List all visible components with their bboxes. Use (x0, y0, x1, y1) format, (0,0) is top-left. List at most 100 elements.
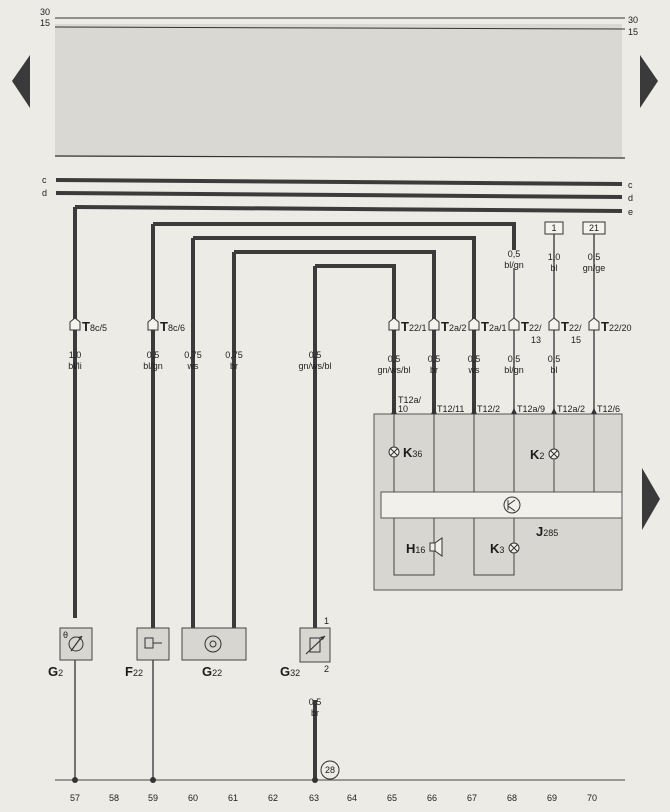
next-page-arrow-icon[interactable] (640, 55, 658, 108)
coord-61: 61 (228, 793, 238, 803)
reference-box-21-label: 21 (589, 223, 599, 233)
wire-60-color: ws (187, 361, 199, 371)
sensor-g32-pin2: 2 (324, 664, 329, 674)
coord-67: 67 (467, 793, 477, 803)
rail-d-label-right: d (628, 193, 633, 203)
coord-60: 60 (188, 793, 198, 803)
thick-wires (73, 207, 516, 780)
wire-59-size: 0,5 (147, 350, 160, 360)
wire-65-color: gn/ws/bl (377, 365, 410, 375)
connector-2213-label: T22/ (521, 319, 542, 334)
coord-62: 62 (268, 793, 278, 803)
wire-59-color: bl/gn (143, 361, 163, 371)
pin-10-sublabel: 10 (398, 404, 408, 414)
wire-68-top-size: 0,5 (508, 249, 521, 259)
connector-2215-label: T22/ (561, 319, 582, 334)
wire-59-top (153, 222, 516, 250)
component-k3-label: K3 (490, 541, 504, 556)
connector-221-label: T22/1 (401, 319, 426, 334)
coord-59: 59 (148, 793, 158, 803)
connector-8c5-icon (69, 317, 81, 331)
sensor-g32-pin1: 1 (324, 616, 329, 626)
transistor-icon (503, 496, 521, 514)
coolant-temp-sensor-g2: θ (59, 627, 93, 661)
connector-2a2-label: T2a/2 (441, 319, 466, 334)
wire-labels: 1,0 bl/li 0,5 bl/gn 0,75 ws 0,75 br 0,5 … (68, 350, 560, 718)
pin-9-label: T12a/9 (517, 404, 545, 414)
rail-c-label-right: c (628, 180, 633, 190)
connector-8c6-label: T8c/6 (160, 319, 185, 334)
oil-pressure-switch-f22 (136, 627, 170, 661)
ground-node-57 (72, 777, 78, 783)
ground-point-label: 28 (325, 765, 335, 775)
rail-e (74, 205, 623, 213)
coord-63: 63 (309, 793, 319, 803)
ground-node-63 (312, 777, 318, 783)
pin-6-label: T12/6 (597, 404, 620, 414)
connector-2a2-icon (428, 317, 440, 331)
coord-65: 65 (387, 793, 397, 803)
rail-c (55, 178, 623, 186)
wire-67-size: 0,5 (468, 354, 481, 364)
connector-221-icon (388, 317, 400, 331)
pin-2-label: T12/2 (477, 404, 500, 414)
warning-lamp-k36-icon (388, 446, 400, 458)
wire-61-color: br (230, 361, 238, 371)
temperature-symbol-icon: θ (63, 630, 68, 640)
wire-63-size: 0,5 (309, 350, 322, 360)
wire-70-top-color: gn/ge (583, 263, 606, 273)
coord-58: 58 (109, 793, 119, 803)
ground-node-59 (150, 777, 156, 783)
component-f22-label: F22 (125, 664, 143, 679)
component-g22-label: G22 (202, 664, 222, 679)
wire-66-color: br (430, 365, 438, 375)
wire-69-top-color: bl (550, 263, 557, 273)
connector-2220-label: T22/20 (601, 319, 631, 334)
fuel-gauge-sender-g32 (299, 627, 331, 663)
wire-63-color: gn/ws/bl (298, 361, 331, 371)
component-j285-label: J285 (536, 524, 558, 539)
reference-box-21 (582, 221, 606, 235)
next-page-arrow-icon-lower[interactable] (642, 468, 660, 530)
component-g2-label: G2 (48, 664, 63, 679)
coordinate-scale: 57 58 59 60 61 62 63 64 65 66 67 68 69 7… (70, 793, 597, 803)
wire-63-lower-color: br (311, 708, 319, 718)
rail-c-label-left: c (42, 175, 47, 185)
connector-2a1-icon (468, 317, 480, 331)
wire-57-color: bl/li (68, 361, 82, 371)
prev-page-arrow-icon[interactable] (12, 55, 30, 108)
wire-60-size: 0,75 (184, 350, 202, 360)
wire-69-size: 0,5 (548, 354, 561, 364)
coord-70: 70 (587, 793, 597, 803)
coord-64: 64 (347, 793, 357, 803)
connector-2215-sublabel: 15 (571, 335, 581, 345)
coord-69: 69 (547, 793, 557, 803)
pin-11-label: T12/11 (437, 404, 464, 414)
component-g32-label: G32 (280, 664, 300, 679)
warning-lamp-k2-icon (548, 448, 560, 460)
reference-box-1-label: 1 (551, 223, 556, 233)
wire-63-lower-size: 0,5 (309, 697, 322, 707)
wire-66-size: 0,5 (428, 354, 441, 364)
rail-15-label-right: 15 (628, 27, 638, 37)
pin-12a2-label: T12a/2 (557, 404, 585, 414)
component-k36-label: K36 (403, 445, 422, 460)
wire-61-size: 0,75 (225, 350, 243, 360)
warning-lamp-k3-icon (508, 542, 520, 554)
connector-markers (69, 317, 600, 331)
wire-69-color: bl (550, 365, 557, 375)
coord-57: 57 (70, 793, 80, 803)
wire-60-upper (193, 236, 476, 414)
connector-2213-icon (508, 317, 520, 331)
rail-d-label-left: d (42, 188, 47, 198)
reference-box-1 (544, 221, 564, 235)
connector-2a1-label: T2a/1 (481, 319, 506, 334)
control-unit-bar (380, 491, 623, 519)
wire-70-top-size: 0,5 (588, 252, 601, 262)
coord-68: 68 (507, 793, 517, 803)
upper-area-divider (54, 155, 626, 159)
rail-e-label-right: e (628, 207, 633, 217)
pin-arrows (391, 408, 597, 414)
